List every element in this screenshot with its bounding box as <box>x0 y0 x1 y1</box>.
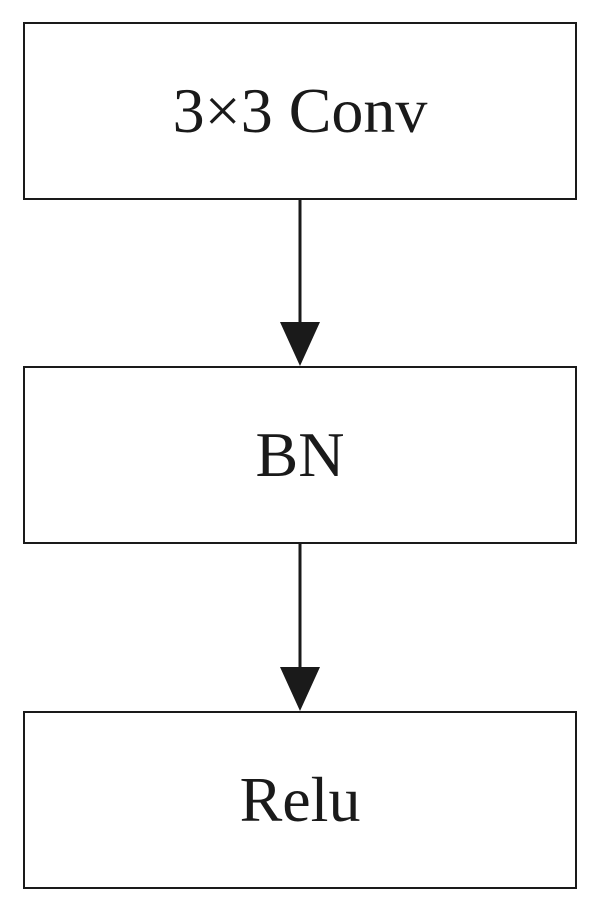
conv-block: 3×3 Conv <box>23 22 577 200</box>
conv-block-label: 3×3 Conv <box>172 75 428 146</box>
arrow-bn-to-relu-head <box>280 667 320 711</box>
batchnorm-block-label: BN <box>255 419 345 490</box>
relu-block: Relu <box>23 711 577 889</box>
relu-block-label: Relu <box>239 764 361 835</box>
batchnorm-block: BN <box>23 366 577 544</box>
arrow-conv-to-bn-head <box>280 322 320 366</box>
arrow-bn-to-relu <box>280 544 320 711</box>
arrow-conv-to-bn <box>280 200 320 366</box>
